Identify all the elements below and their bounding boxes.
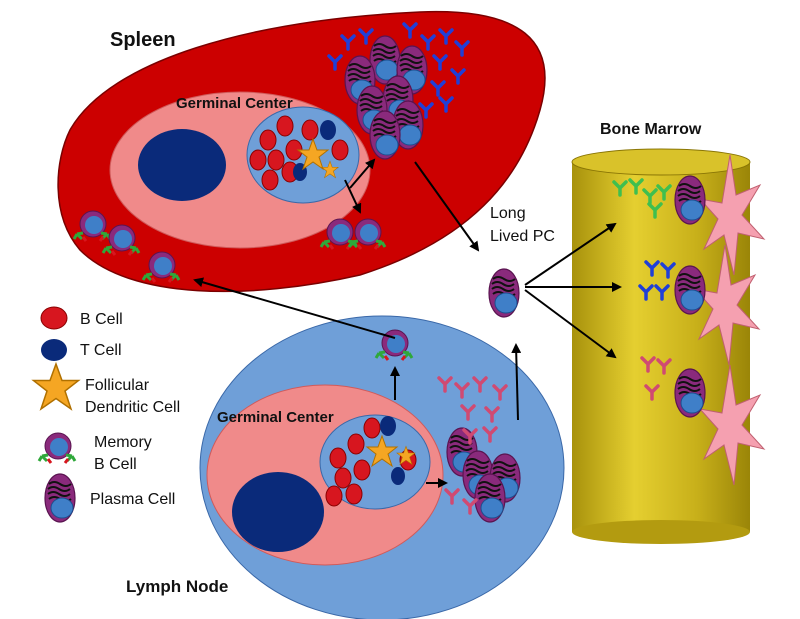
- bone-top: [571, 148, 751, 176]
- legend-memory-line2: B Cell: [94, 456, 137, 473]
- lymph-t-cells: [380, 416, 405, 485]
- legend-fdc-line1: Follicular: [85, 377, 150, 394]
- memory-b-cell-icon: [37, 431, 77, 465]
- spleen-t-zone: [138, 129, 226, 201]
- bone-marrow-label: Bone Marrow: [600, 121, 702, 138]
- arrow-lymph-to-spleen: [193, 277, 396, 339]
- legend-memory-line1: Memory: [94, 434, 152, 451]
- bone-plasma-cell-1: [674, 175, 706, 225]
- bone-bottom: [572, 520, 750, 544]
- arrow-lymph-plasma-to-long-lived: [511, 343, 522, 421]
- lymph-node: Germinal Center Lymph Node: [126, 315, 565, 619]
- arrow-spleen-to-long-lived: [414, 161, 480, 252]
- plasma-cell-icon: [44, 473, 76, 523]
- spleen: Spleen Germinal Center: [57, 10, 546, 293]
- follicular-dendritic-cell-icon: [32, 363, 80, 410]
- legend-plasma-cell: Plasma Cell: [90, 491, 175, 508]
- legend-fdc-line2: Dendritic Cell: [85, 399, 180, 416]
- lymph-t-zone: [232, 472, 324, 552]
- arrow-gc-to-spleen-plasma: [349, 158, 376, 189]
- t-cell-icon: [41, 339, 67, 361]
- lymph-node-label: Lymph Node: [126, 577, 228, 596]
- lymph-germinal-center-label: Germinal Center: [217, 409, 334, 426]
- arrow-gc-to-spleen-memory: [344, 179, 362, 214]
- bone-plasma-cell-2: [674, 265, 706, 315]
- b-cell-icon: [40, 306, 68, 330]
- long-lived-label-line1: Long: [490, 205, 526, 222]
- lymph-b-cells: [325, 417, 417, 507]
- spleen-germinal-center-label: Germinal Center: [176, 95, 293, 112]
- bone-plasma-cell-3: [674, 368, 706, 418]
- legend-b-cell: B Cell: [80, 311, 123, 328]
- legend: B Cell T Cell Follicular Dendritic Cell …: [32, 306, 180, 523]
- bone-marrow: Bone Marrow: [571, 121, 765, 544]
- arrow-to-bone-bottom: [524, 289, 617, 359]
- arrows: [193, 158, 622, 488]
- legend-t-cell: T Cell: [80, 342, 122, 359]
- arrow-to-bone-top: [524, 222, 617, 286]
- long-lived-label-line2: Lived PC: [490, 228, 555, 245]
- long-lived-plasma-cell: [488, 268, 520, 318]
- spleen-label: Spleen: [110, 29, 176, 51]
